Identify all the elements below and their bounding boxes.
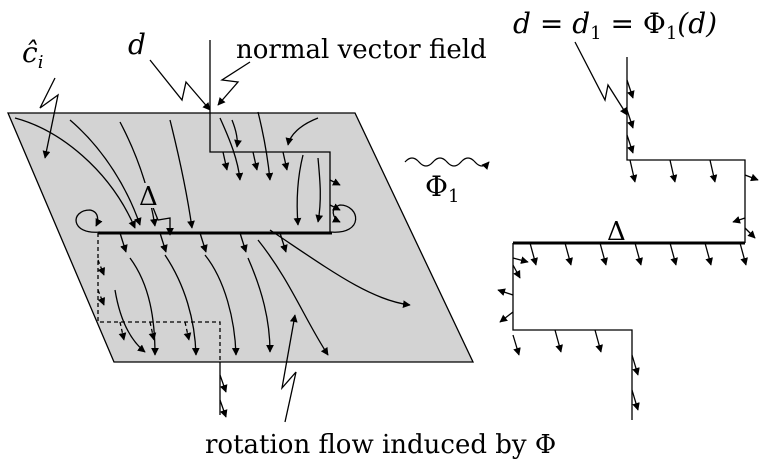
flow-line [114, 289, 146, 353]
gray-plane [7, 112, 475, 363]
flow-line [219, 117, 244, 181]
flow-line [293, 154, 304, 226]
label-normal-vector-field: normal vector field [236, 35, 487, 65]
loop-left [75, 209, 103, 233]
flow-line [315, 157, 324, 223]
leader-caption [280, 314, 298, 423]
leader-lines [39, 59, 298, 423]
hidden-vectors-dashed [97, 259, 192, 341]
flow-line [257, 239, 329, 356]
flow-line [285, 117, 319, 146]
label-phi1: Φ1 [425, 170, 459, 207]
normal-field-boundary [209, 40, 331, 233]
flow-line [169, 119, 195, 229]
delta-label-bg [138, 183, 164, 208]
label-c-hat: ĉi [22, 36, 43, 73]
leader-d-right [574, 41, 628, 116]
label-d: d [128, 28, 146, 61]
leader-c-hat [39, 77, 59, 159]
phi1-wavy-arrow [404, 157, 490, 170]
hidden-boundary-dashed [97, 233, 221, 362]
label-delta-right: Δ [607, 217, 626, 247]
normal-vectors-bottom [219, 374, 228, 418]
label-d-equation: d = d1 = Φ1(d) [513, 7, 717, 44]
label-delta-left: Δ [139, 182, 158, 212]
flow-line [269, 229, 411, 308]
flow-line [257, 111, 274, 181]
flow-line [164, 254, 200, 356]
leader-d [149, 59, 211, 111]
flow-line [247, 257, 274, 353]
caption-rotation-flow: rotation flow induced by Φ [205, 430, 556, 460]
flow-line [129, 257, 159, 356]
normal-vectors-left [119, 151, 341, 253]
leader-delta [151, 204, 174, 236]
flow-line [14, 117, 136, 229]
flow-line [69, 119, 142, 226]
rotation-flow-lines [14, 111, 411, 356]
flow-line [231, 119, 242, 148]
leader-normal-field [217, 61, 251, 106]
mapped-boundary-upper [626, 57, 746, 243]
flow-line [204, 254, 240, 356]
mapped-boundary-lower [512, 243, 633, 420]
flow-line [119, 121, 158, 227]
normal-vectors-right [497, 79, 759, 411]
